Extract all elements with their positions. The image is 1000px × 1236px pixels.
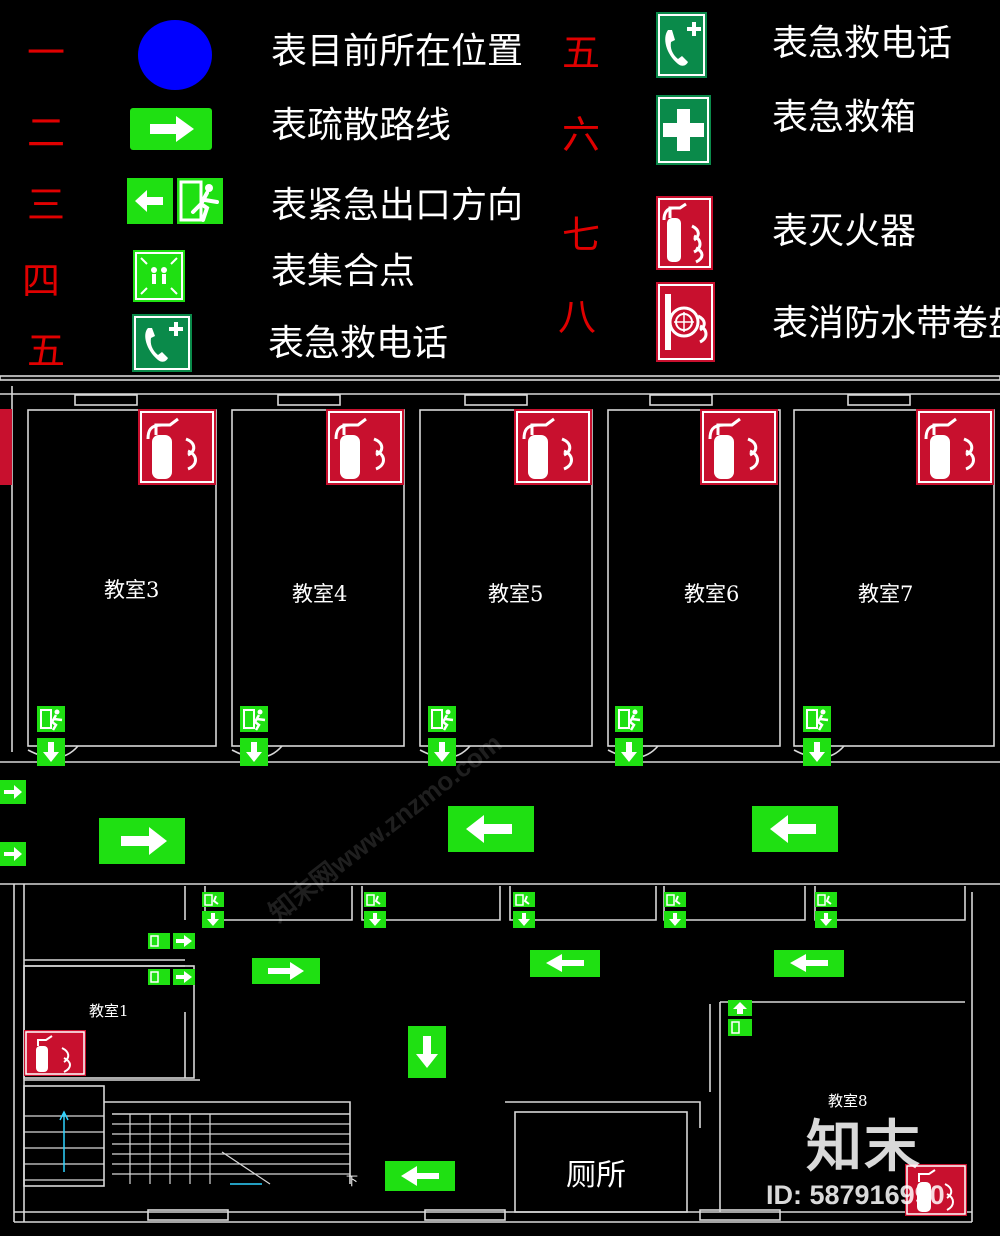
emergency-exit-icon bbox=[148, 933, 195, 949]
blue-dot-icon bbox=[138, 20, 212, 90]
watermark-id: ID: 587916990 bbox=[766, 1180, 945, 1210]
evacuation-arrow-left-icon bbox=[530, 950, 600, 977]
room-label-classroom-5: 教室5 bbox=[488, 582, 544, 606]
fire-hose-reel-icon bbox=[656, 282, 715, 362]
legend-number: 八 bbox=[558, 295, 597, 339]
emergency-exit-icon bbox=[148, 969, 195, 985]
legend-number: 五 bbox=[27, 329, 66, 373]
evacuation-arrow-left-icon bbox=[752, 806, 838, 852]
legend-label: 表急救电话 bbox=[772, 23, 953, 64]
evacuation-arrow-icon bbox=[0, 780, 26, 804]
legend-label: 表紧急出口方向 bbox=[271, 185, 524, 226]
legend-label: 表急救电话 bbox=[268, 323, 449, 364]
legend-number: 二 bbox=[27, 111, 66, 155]
legend-number: 五 bbox=[562, 31, 601, 75]
fire-extinguisher-icon bbox=[905, 1164, 967, 1216]
legend-number: 四 bbox=[22, 259, 61, 303]
first-aid-kit-icon bbox=[656, 95, 711, 165]
stair-down-label: 下 bbox=[346, 1174, 359, 1188]
room-label-classroom-1: 教室1 bbox=[89, 1002, 129, 1020]
fire-extinguisher-icon bbox=[24, 1030, 86, 1076]
evacuation-arrow-right-icon bbox=[99, 818, 185, 864]
evacuation-arrow-icon bbox=[0, 842, 26, 866]
legend-number: 七 bbox=[562, 213, 601, 257]
fire-extinguisher-icon bbox=[700, 409, 778, 485]
room-label-classroom-7: 教室7 bbox=[858, 582, 914, 606]
emergency-exit-icon bbox=[37, 706, 65, 766]
emergency-exit-icon bbox=[664, 892, 686, 928]
legend-label: 表急救箱 bbox=[772, 97, 917, 138]
evacuation-arrow-icon bbox=[130, 108, 212, 150]
evacuation-arrow-left-icon bbox=[448, 806, 534, 852]
fire-extinguisher-icon bbox=[326, 409, 404, 485]
fire-extinguisher-icon bbox=[138, 409, 216, 485]
legend-number: 三 bbox=[27, 183, 66, 227]
emergency-exit-icon bbox=[803, 706, 831, 766]
emergency-exit-icon bbox=[728, 1000, 752, 1036]
fire-extinguisher-icon bbox=[656, 196, 713, 270]
legend-label: 表疏散路线 bbox=[271, 105, 452, 146]
legend-label: 表灭火器 bbox=[772, 211, 917, 252]
room-label-toilet: 厕所 bbox=[566, 1158, 626, 1193]
emergency-exit-icon bbox=[127, 178, 223, 224]
evacuation-arrow-left-icon bbox=[385, 1161, 455, 1191]
fire-extinguisher-icon bbox=[514, 409, 592, 485]
emergency-exit-icon bbox=[202, 892, 224, 928]
fire-extinguisher-icon bbox=[0, 409, 12, 485]
emergency-exit-icon bbox=[513, 892, 535, 928]
evacuation-arrow-left-icon bbox=[774, 950, 844, 977]
legend-label: 表集合点 bbox=[271, 251, 416, 292]
emergency-exit-icon bbox=[240, 706, 268, 766]
floor-plan bbox=[0, 375, 1000, 1223]
fire-extinguisher-icon bbox=[916, 409, 994, 485]
watermark-brand: 知末 bbox=[806, 1115, 922, 1180]
legend-number: 六 bbox=[562, 113, 601, 157]
room-label-classroom-4: 教室4 bbox=[292, 582, 348, 606]
legend-label: 表消防水带卷盘 bbox=[772, 303, 1000, 344]
room-label-classroom-6: 教室6 bbox=[684, 582, 740, 606]
evacuation-arrow-right-icon bbox=[252, 958, 320, 984]
emergency-exit-icon bbox=[364, 892, 386, 928]
emergency-exit-icon bbox=[428, 706, 456, 766]
evacuation-arrow-down-icon bbox=[408, 1026, 446, 1078]
emergency-exit-icon bbox=[615, 706, 643, 766]
room-label-classroom-8: 教室8 bbox=[828, 1092, 868, 1110]
assembly-point-icon bbox=[133, 250, 185, 302]
first-aid-phone-icon bbox=[132, 314, 192, 372]
legend-label: 表目前所在位置 bbox=[271, 31, 524, 72]
legend-number: 一 bbox=[27, 31, 66, 75]
room-label-classroom-3: 教室3 bbox=[104, 578, 160, 602]
emergency-exit-icon bbox=[815, 892, 837, 928]
first-aid-phone-icon bbox=[656, 12, 707, 78]
